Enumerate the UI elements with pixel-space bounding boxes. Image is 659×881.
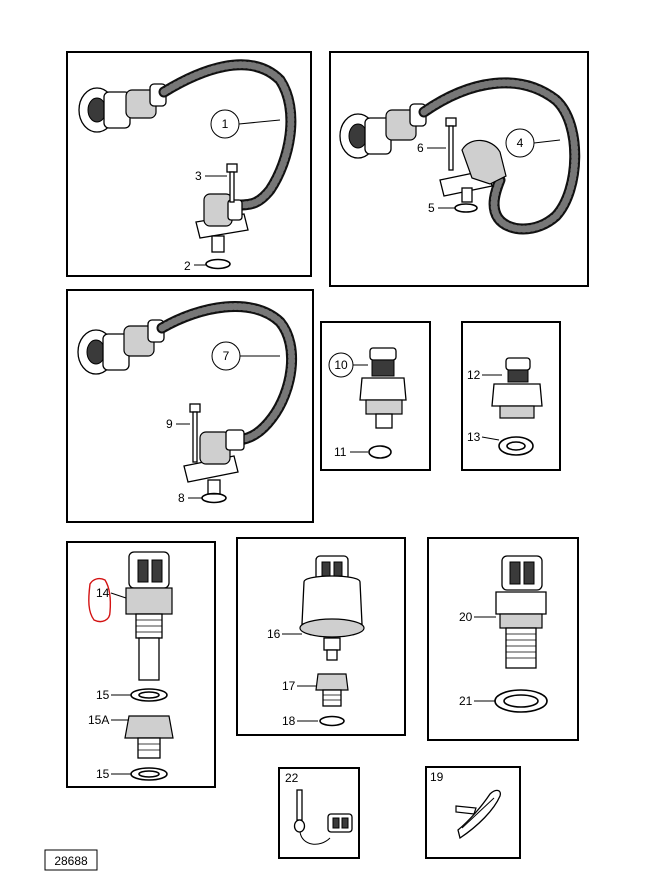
callout-label: 5	[428, 201, 435, 215]
callout-label: 11	[334, 445, 347, 459]
drawing-number: 28688	[54, 854, 88, 868]
temperature-sensor	[491, 357, 543, 419]
panel-sensor-20: 20 21	[427, 537, 579, 741]
callout-label: 18	[282, 714, 296, 728]
callout-label: 10	[334, 358, 348, 372]
callout-label: 19	[430, 770, 444, 784]
crankshaft-sensor	[183, 429, 245, 495]
panel-sensor-1: 1 3 2	[66, 51, 312, 277]
callout-label: 9	[166, 417, 173, 431]
callout-label: 22	[285, 771, 299, 785]
bolt	[226, 163, 238, 203]
adapter-nipple	[124, 715, 174, 759]
panel-sensor-4: 4 6 5	[329, 51, 589, 287]
handwritten-markup	[88, 577, 112, 623]
connector-plug	[339, 103, 427, 159]
sensor-with-lead	[293, 789, 353, 845]
callout-label: 2	[184, 259, 191, 273]
panel-sensor-10: 10 11	[320, 321, 431, 471]
panel-sensor-14: 14 15 15A 15	[66, 541, 216, 788]
callout-label: 13	[467, 430, 481, 444]
washer	[498, 436, 534, 456]
washer	[319, 715, 345, 727]
callout-label: 17	[282, 679, 296, 693]
callout-label: 7	[223, 349, 230, 363]
camshaft-sensor	[195, 193, 249, 253]
callout-label: 4	[517, 136, 524, 150]
temperature-sender	[125, 551, 173, 681]
callout-label: 15A	[88, 713, 109, 727]
cable-tie-clip	[455, 789, 502, 840]
adapter-nipple	[315, 673, 349, 707]
callout-label: 21	[459, 694, 473, 708]
bolt	[189, 403, 201, 463]
o-ring	[454, 203, 478, 213]
bolt	[445, 117, 457, 171]
washer	[494, 689, 548, 713]
callout-label: 3	[195, 169, 202, 183]
panel-part-19: 19	[425, 766, 521, 859]
callout-label: 16	[267, 627, 281, 641]
connector-plug	[77, 319, 165, 375]
washer	[130, 688, 168, 702]
coolant-temperature-sensor	[495, 555, 547, 669]
panel-part-22: 22	[278, 767, 360, 859]
panel-sensor-12: 12 13	[461, 321, 561, 471]
callout-label: 8	[178, 491, 185, 505]
oil-pressure-sensor	[299, 555, 365, 661]
o-ring	[205, 258, 231, 270]
pressure-sensor	[359, 347, 407, 429]
o-ring	[368, 445, 392, 459]
drawing-number-box: 28688	[44, 849, 98, 871]
connector-plug	[78, 83, 167, 133]
callout-label: 1	[222, 117, 229, 131]
panel-sensor-7: 7 9 8	[66, 289, 314, 523]
panel-sensor-16: 16 17 18	[236, 537, 406, 736]
washer	[130, 767, 168, 781]
callout-label: 15	[96, 767, 110, 781]
callout-label: 15	[96, 688, 110, 702]
callout-label: 6	[417, 141, 424, 155]
angled-sensor	[439, 139, 507, 203]
callout-label: 12	[467, 368, 481, 382]
o-ring	[201, 492, 227, 504]
callout-label: 14	[96, 586, 110, 600]
callout-label: 20	[459, 610, 473, 624]
